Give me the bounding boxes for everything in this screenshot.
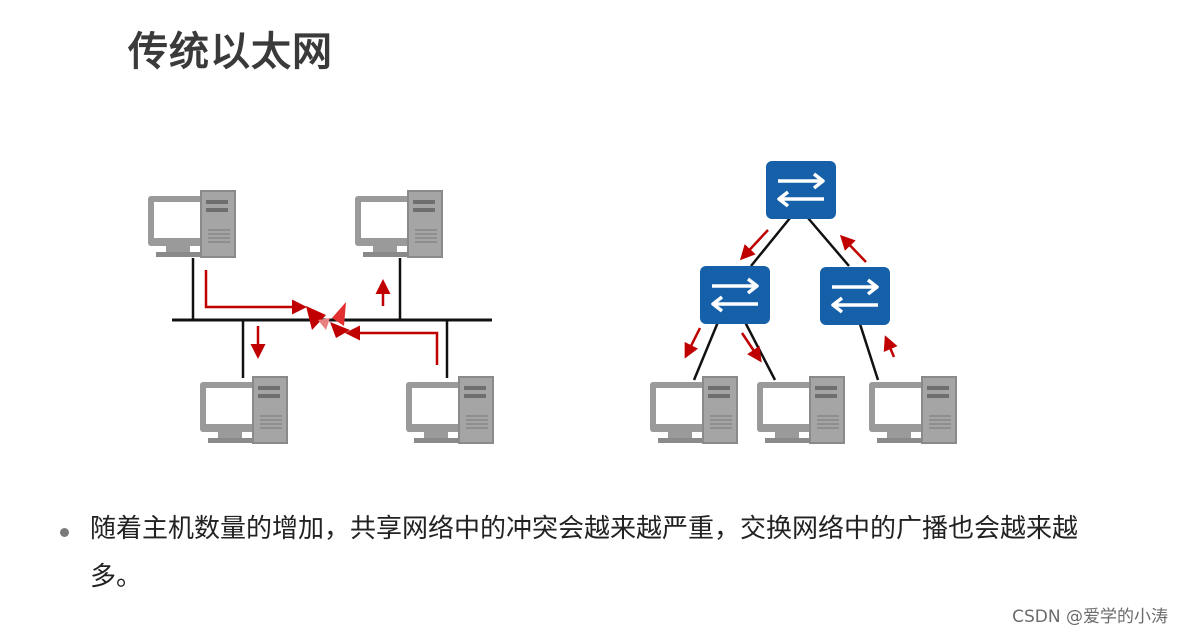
- slide-title: 传统以太网: [128, 29, 333, 75]
- arrow-icon: [739, 229, 769, 261]
- switched-network-diagram: [649, 159, 958, 445]
- link-line: [750, 217, 791, 267]
- arrow-icon: [345, 325, 439, 365]
- link-line: [807, 217, 850, 267]
- link-line: [858, 323, 880, 381]
- shared-network-diagram: [147, 189, 495, 445]
- computer-icon: [199, 375, 289, 445]
- computer-icon: [147, 189, 237, 259]
- computer-icon: [756, 375, 846, 445]
- computer-icon: [868, 375, 958, 445]
- bullet-dot-icon: [60, 528, 69, 537]
- link-line: [743, 321, 777, 381]
- computer-icon: [354, 189, 444, 259]
- arrow-icon: [839, 234, 867, 263]
- switch-icon: [698, 264, 772, 326]
- arrow-icon: [204, 270, 307, 315]
- arrow-icon: [740, 332, 762, 363]
- watermark: CSDN @爱学的小涛: [1012, 607, 1168, 627]
- bullet-text: 随着主机数量的增加，共享网络中的冲突会越来越严重，交换网络中的广播也会越来越多。: [90, 514, 1079, 592]
- link-line: [692, 321, 720, 381]
- switch-icon: [818, 265, 892, 327]
- collision-icon: [306, 302, 350, 338]
- computer-icon: [649, 375, 739, 445]
- arrow-icon: [883, 335, 898, 358]
- switch-icon: [764, 159, 838, 221]
- arrow-icon: [684, 327, 702, 359]
- computer-icon: [405, 375, 495, 445]
